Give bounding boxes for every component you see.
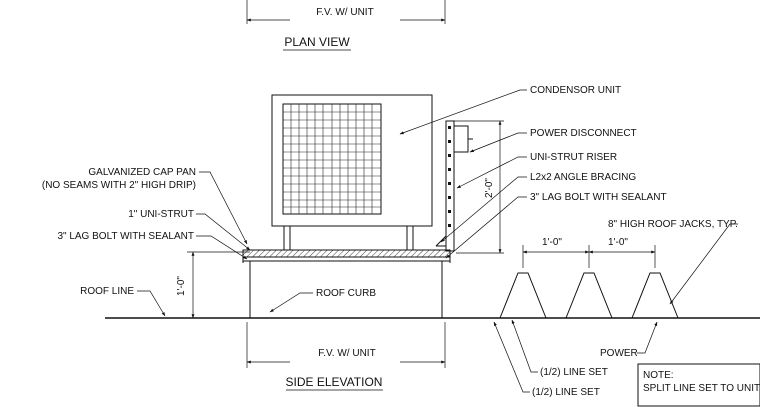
angle-bracing bbox=[435, 235, 447, 247]
leader-roof-jacks bbox=[669, 223, 738, 305]
leader-roof-line bbox=[137, 290, 166, 317]
callout-lag-bolt-right: 3" LAG BOLT WITH SEALANT bbox=[530, 192, 667, 203]
plan-view: F.V. W/ UNIT PLAN VIEW bbox=[246, 0, 446, 51]
note-text: SPLIT LINE SET TO UNIT bbox=[643, 383, 760, 394]
callout-power-disconnect: POWER DISCONNECT bbox=[530, 128, 637, 139]
note-heading: NOTE: bbox=[643, 370, 674, 381]
callout-roof-line: ROOF LINE bbox=[80, 286, 134, 297]
leader-condensor bbox=[399, 89, 527, 135]
roof-jack-3 bbox=[631, 272, 679, 319]
riser-height-dimension: 2'-0" bbox=[484, 178, 495, 198]
uni-strut-band bbox=[242, 249, 451, 258]
leader-uni-strut-riser bbox=[456, 156, 527, 189]
plan-dimension-label: F.V. W/ UNIT bbox=[316, 7, 373, 18]
condenser-fan-grille bbox=[282, 103, 382, 215]
condenser-unit bbox=[271, 94, 433, 227]
curb-height-dimension: 1'-0" bbox=[176, 276, 187, 296]
leader-cap-pan bbox=[199, 171, 248, 245]
leader-angle-bracing bbox=[440, 176, 527, 243]
callout-uni-strut-riser: UNI-STRUT RISER bbox=[530, 152, 617, 163]
riser-holes bbox=[448, 126, 451, 227]
roof-jacks: 1'-0" 1'-0" 8" HIGH ROOF JACKS, TYP. (1/… bbox=[493, 219, 738, 398]
callout-angle-bracing: L2x2 ANGLE BRACING bbox=[530, 172, 636, 183]
callout-uni-strut: 1" UNI-STRUT bbox=[128, 209, 194, 220]
callout-roof-curb: ROOF CURB bbox=[316, 288, 376, 299]
callout-cap-pan-line2: (NO SEAMS WITH 2" HIGH DRIP) bbox=[42, 180, 196, 191]
callout-lag-bolt-left: 3" LAG BOLT WITH SEALANT bbox=[57, 231, 194, 242]
callout-cap-pan-line1: GALVANIZED CAP PAN bbox=[88, 167, 196, 178]
leader-uni-strut bbox=[196, 213, 251, 251]
jack-spacing-label-1: 1'-0" bbox=[542, 237, 562, 248]
roof-jack-1 bbox=[499, 272, 547, 319]
line-set-label-1: (1/2) LINE SET bbox=[540, 367, 608, 378]
side-elevation: F.V. W/ UNIT SIDE ELEVATION 1'-0" 2'-0" … bbox=[42, 85, 760, 407]
jack-spacing-label-2: 1'-0" bbox=[608, 237, 628, 248]
uni-strut-riser bbox=[445, 120, 455, 252]
leader-power bbox=[637, 321, 658, 354]
power-label: POWER bbox=[600, 348, 638, 359]
callout-condensor-unit: CONDENSOR UNIT bbox=[530, 85, 621, 96]
condenser-leg-right bbox=[406, 225, 414, 251]
power-disconnect bbox=[453, 125, 469, 153]
side-elevation-title: SIDE ELEVATION bbox=[286, 375, 383, 389]
leader-roof-curb bbox=[269, 292, 313, 313]
roof-jack-2 bbox=[565, 272, 613, 319]
leader-lag-bolt-right bbox=[445, 196, 527, 259]
line-set-label-2: (1/2) LINE SET bbox=[532, 387, 600, 398]
condenser-leg-left bbox=[283, 225, 291, 251]
plan-view-title: PLAN VIEW bbox=[284, 35, 350, 49]
galvanized-cap-pan bbox=[242, 256, 451, 262]
leader-lag-bolt-left bbox=[196, 235, 248, 260]
leader-line-set-2 bbox=[493, 321, 530, 393]
leader-power-disconnect bbox=[469, 132, 527, 153]
leader-line-set-1 bbox=[511, 319, 538, 373]
roof-jacks-label: 8" HIGH ROOF JACKS, TYP. bbox=[608, 219, 738, 230]
elevation-dimension-label: F.V. W/ UNIT bbox=[318, 348, 375, 359]
note-box: NOTE: SPLIT LINE SET TO UNIT bbox=[637, 363, 760, 407]
